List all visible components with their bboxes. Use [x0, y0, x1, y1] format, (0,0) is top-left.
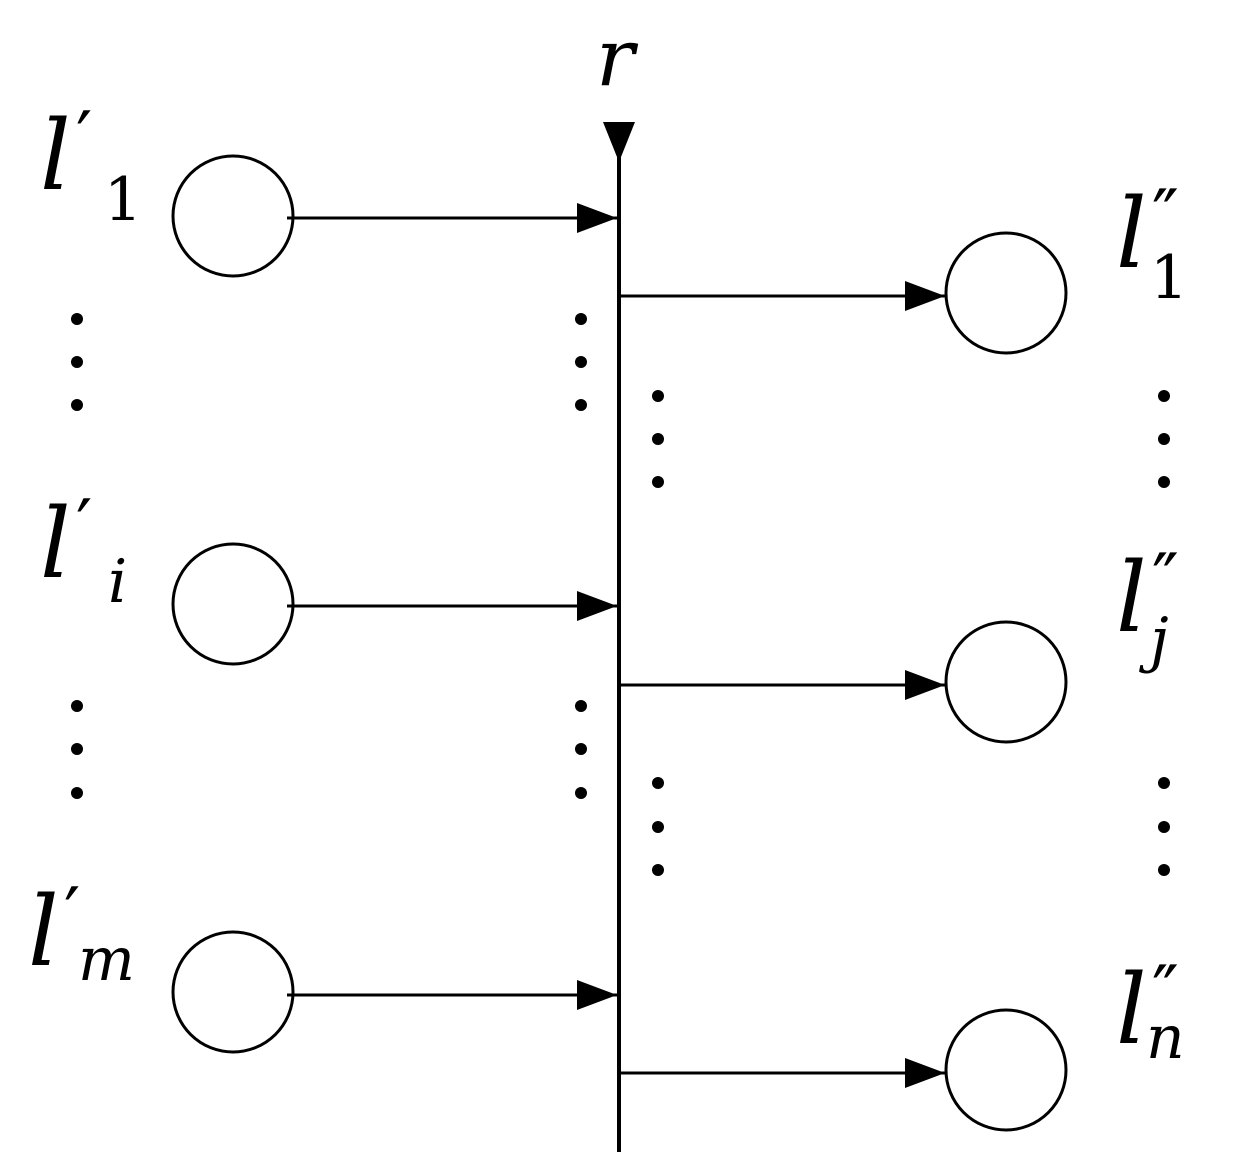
left-node-i-label-sub: i	[108, 547, 128, 617]
right-node-n-label-base: l	[1116, 954, 1147, 1066]
ellipsis-bus-right-upper	[652, 390, 664, 488]
right-node-j-label-sub: j	[1150, 605, 1169, 675]
left-node-i	[171, 542, 295, 666]
bus-label: r	[596, 11, 635, 104]
right-node-1	[944, 231, 1068, 355]
right-node-n-label-prime: ″	[1152, 950, 1179, 1034]
left-node-m	[171, 930, 295, 1054]
left-node-i-label-prime: ′	[76, 484, 93, 568]
bus-input-arrowhead	[603, 122, 635, 162]
left-node-i-label: l ′ i	[40, 490, 127, 612]
left-node-1-label: l ′ 1	[40, 102, 142, 230]
left-node-m-label: l ′ m	[28, 878, 135, 990]
ellipsis-right-upper	[1158, 390, 1170, 488]
ellipsis-left-upper	[71, 313, 83, 411]
left-node-1-label-sub: 1	[104, 165, 143, 235]
left-node-1	[171, 154, 295, 278]
right-node-j-label: l ″ j	[1116, 544, 1179, 670]
left-node-m-label-base: l	[28, 876, 59, 988]
left-node-1-label-base: l	[40, 100, 71, 212]
ellipsis-right-lower	[1158, 777, 1170, 876]
right-node-1-label-base: l	[1116, 178, 1147, 290]
ellipsis-bus-left-lower	[575, 700, 587, 799]
left-node-m-label-sub: m	[78, 925, 135, 995]
left-node-m-label-prime: ′	[64, 872, 81, 956]
ellipsis-left-lower	[71, 700, 83, 799]
right-node-j	[944, 620, 1068, 744]
ellipsis-bus-left-upper	[575, 313, 587, 411]
right-node-j-label-base: l	[1116, 542, 1147, 654]
right-node-n	[944, 1008, 1068, 1132]
right-node-j-label-prime: ″	[1152, 538, 1179, 622]
right-node-1-label: l ″ 1	[1116, 180, 1188, 308]
right-node-1-label-sub: 1	[1150, 243, 1189, 313]
ellipsis-bus-right-lower	[652, 777, 664, 876]
right-node-n-label: l ″ n	[1116, 956, 1185, 1068]
left-node-1-label-prime: ′	[76, 96, 93, 180]
left-node-i-label-base: l	[40, 488, 71, 600]
right-node-n-label-sub: n	[1146, 1003, 1185, 1073]
right-node-1-label-prime: ″	[1152, 174, 1179, 258]
